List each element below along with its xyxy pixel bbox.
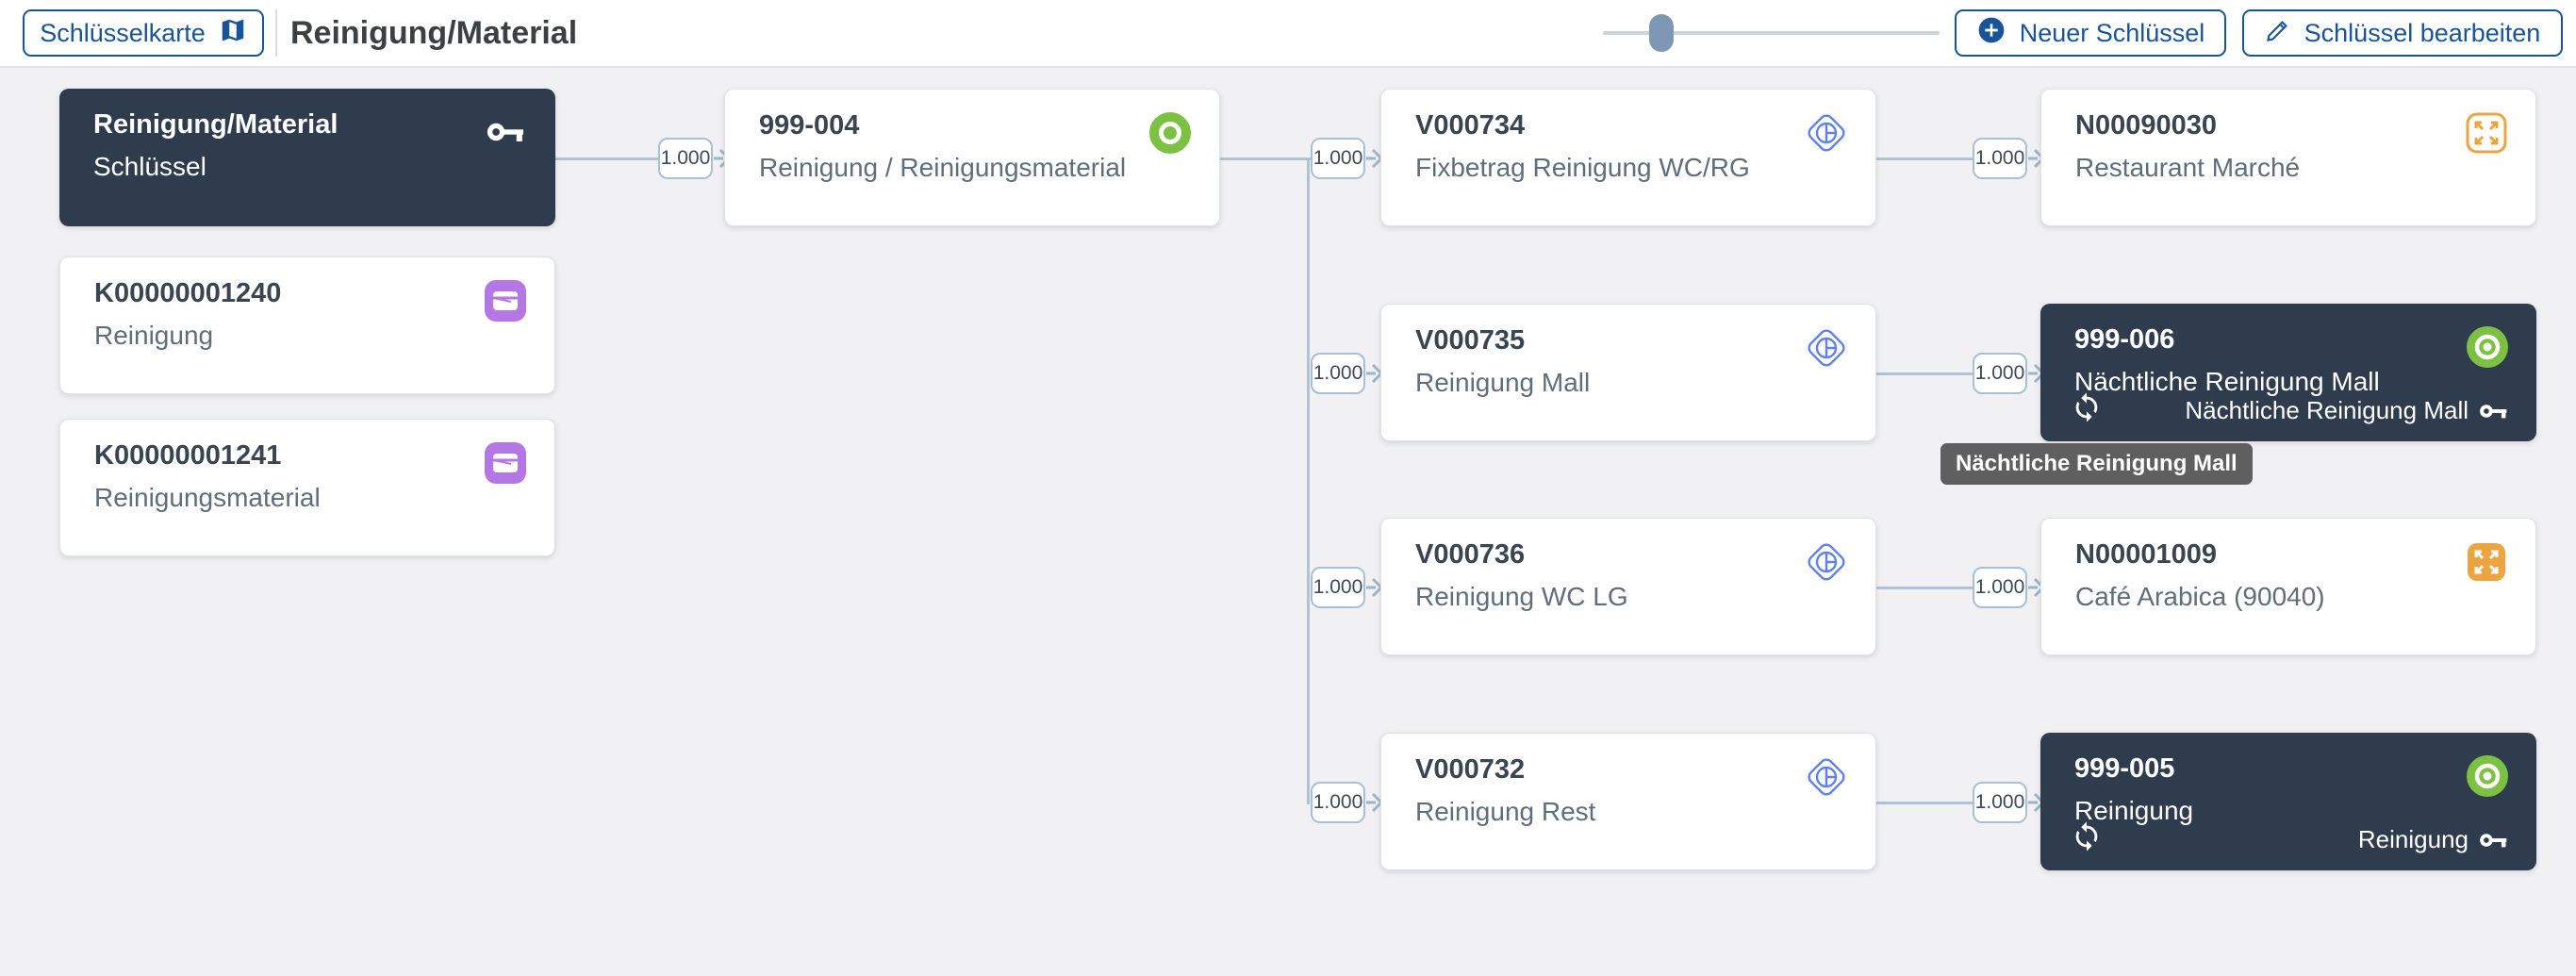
node-title: 999-004: [759, 110, 860, 141]
add-circle-icon: [1976, 15, 2006, 52]
map-icon: [219, 16, 247, 51]
key-icon: [480, 106, 533, 158]
edge-weight-n00090030: 1.000: [1973, 138, 2047, 179]
sync-icon: [2071, 820, 2103, 859]
sync-icon: [2071, 391, 2103, 430]
node-root-key[interactable]: Reinigung/Material Schlüssel: [59, 89, 555, 226]
node-K00000001240[interactable]: K00000001240 Reinigung: [59, 256, 555, 394]
edit-key-button-label: Schlüssel bearbeiten: [2304, 18, 2541, 47]
node-999-006[interactable]: 999-006 Nächtliche Reinigung Mall Nächtl…: [2040, 304, 2536, 441]
key-map-button-label: Schlüsselkarte: [40, 18, 206, 47]
edge-weight-value: 1.000: [1973, 782, 2027, 823]
target-icon: [1144, 107, 1197, 159]
connector-row3-right: [1876, 587, 1973, 589]
node-N00090030[interactable]: N00090030 Restaurant Marché: [2040, 89, 2536, 226]
edit-pencil-icon: [2265, 17, 2291, 50]
node-999-004[interactable]: 999-004 Reinigung / Reinigungsmaterial: [724, 89, 1220, 226]
node-subtitle: Schlüssel: [93, 152, 206, 181]
node-title: 999-005: [2074, 753, 2175, 784]
edge-weight-n00001009: 1.000: [1973, 567, 2047, 608]
distribution-diamond-icon: [1800, 536, 1853, 588]
node-999-005[interactable]: 999-005 Reinigung Reinigung: [2040, 733, 2536, 870]
node-K00000001241[interactable]: K00000001241 Reinigungsmaterial: [59, 419, 555, 556]
node-title: V000734: [1415, 110, 1526, 141]
assigned-key-label: Nächtliche Reinigung Mall: [2185, 396, 2469, 424]
distribution-diamond-icon: [1800, 107, 1853, 159]
wallet-card-icon: [479, 437, 532, 489]
node-title: K00000001241: [94, 440, 282, 471]
node-subtitle: Reinigung Rest: [1415, 797, 1596, 826]
node-V000734[interactable]: V000734 Fixbetrag Reinigung WC/RG: [1380, 89, 1876, 226]
edge-weight-value: 1.000: [1973, 353, 2027, 394]
node-title: K00000001240: [94, 278, 282, 308]
edge-weight-999005: 1.000: [1973, 782, 2047, 823]
edge-weight-value: 1.000: [658, 138, 713, 179]
wallet-card-icon: [479, 274, 532, 327]
page-title: Reinigung/Material: [290, 15, 578, 51]
node-subtitle: Nächtliche Reinigung Mall: [2074, 367, 2380, 396]
edge-weight-999006: 1.000: [1973, 353, 2047, 394]
node-subtitle: Café Arabica (90040): [2075, 582, 2325, 611]
node-title: V000736: [1415, 539, 1526, 570]
edge-weight-v732: 1.000: [1311, 782, 1385, 823]
distribution-diamond-icon: [1800, 751, 1853, 803]
target-icon: [2461, 321, 2514, 373]
node-footer: Reinigung: [2071, 820, 2510, 859]
edge-weight-v735: 1.000: [1311, 353, 1385, 394]
edge-weight-value: 1.000: [1311, 353, 1365, 394]
edge-weight-value: 1.000: [1311, 782, 1365, 823]
expand-arrows-icon: [2460, 107, 2513, 159]
edge-weight-value: 1.000: [1311, 567, 1365, 608]
node-V000736[interactable]: V000736 Reinigung WC LG: [1380, 518, 1876, 655]
node-subtitle: Reinigungsmaterial: [94, 483, 321, 512]
node-footer: Nächtliche Reinigung Mall: [2071, 391, 2510, 430]
node-title: V000735: [1415, 325, 1526, 356]
edge-weight-root: 1.000: [658, 138, 733, 179]
node-subtitle: Fixbetrag Reinigung WC/RG: [1415, 153, 1750, 182]
expand-arrows-icon: [2460, 536, 2513, 588]
connector-branch-vertical: [1307, 157, 1310, 804]
key-icon: [2480, 404, 2507, 418]
edge-weight-value: 1.000: [1311, 138, 1365, 179]
key-map-button[interactable]: Schlüsselkarte: [23, 9, 264, 57]
connector-root: [555, 157, 659, 160]
connector-row1-right: [1876, 157, 1973, 160]
node-subtitle: Reinigung / Reinigungsmaterial: [759, 153, 1127, 182]
node-title: Reinigung/Material: [93, 109, 339, 140]
node-title: N00001009: [2075, 539, 2217, 570]
node-subtitle: Reinigung: [2074, 796, 2194, 825]
key-icon: [2480, 833, 2507, 847]
node-subtitle: Reinigung: [94, 321, 214, 350]
connector-999004-out: [1219, 157, 1312, 160]
edge-weight-v734: 1.000: [1311, 138, 1385, 179]
target-icon: [2461, 750, 2514, 802]
edit-key-button[interactable]: Schlüssel bearbeiten: [2242, 9, 2563, 57]
node-title: 999-006: [2074, 324, 2175, 355]
node-subtitle: Reinigung WC LG: [1415, 582, 1628, 611]
node-V000735[interactable]: V000735 Reinigung Mall: [1380, 304, 1876, 441]
connector-row2-right: [1876, 372, 1973, 375]
new-key-button-label: Neuer Schlüssel: [2019, 18, 2205, 47]
new-key-button[interactable]: Neuer Schlüssel: [1955, 9, 2226, 57]
edge-weight-value: 1.000: [1973, 567, 2027, 608]
node-subtitle: Restaurant Marché: [2075, 153, 2301, 182]
header-bar: Schlüsselkarte Reinigung/Material Neuer …: [0, 0, 2576, 68]
assigned-key-label: Reinigung: [2357, 825, 2469, 853]
node-title: N00090030: [2075, 110, 2217, 141]
hover-tooltip: Nächtliche Reinigung Mall: [1940, 443, 2253, 485]
node-V000732[interactable]: V000732 Reinigung Rest: [1380, 733, 1876, 870]
connector-row4-right: [1876, 802, 1973, 804]
edge-weight-value: 1.000: [1973, 138, 2027, 179]
node-subtitle: Reinigung Mall: [1415, 368, 1591, 397]
node-N00001009[interactable]: N00001009 Café Arabica (90040): [2040, 518, 2536, 655]
node-title: V000732: [1415, 754, 1526, 785]
edge-weight-v736: 1.000: [1311, 567, 1385, 608]
distribution-diamond-icon: [1800, 322, 1853, 374]
zoom-slider-track[interactable]: [1603, 31, 1940, 35]
zoom-slider-thumb[interactable]: [1649, 14, 1674, 52]
header-divider: [275, 9, 277, 57]
